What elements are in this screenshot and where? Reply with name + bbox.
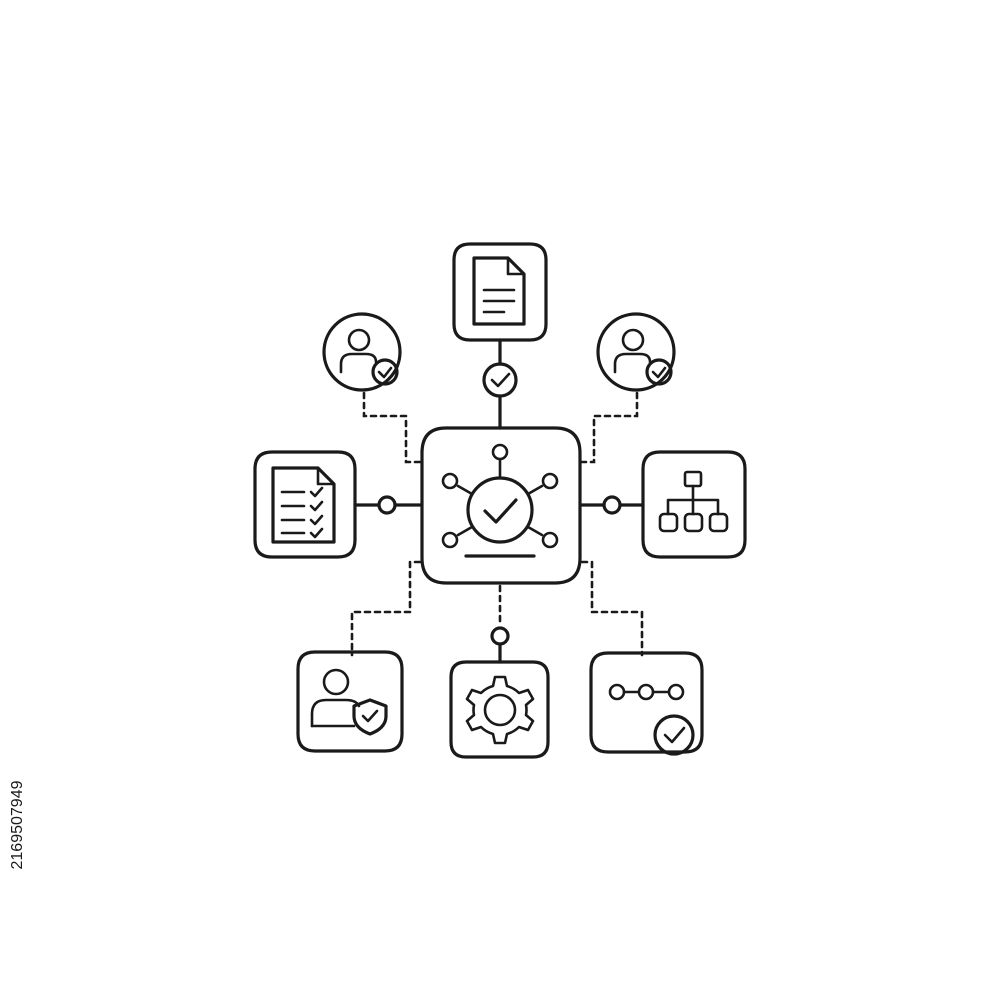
user-check-icon xyxy=(613,328,673,386)
user-shield-icon xyxy=(310,668,388,736)
process-steps-check-icon xyxy=(608,683,695,756)
user-check-circle-right xyxy=(596,312,676,392)
hub-network-check-icon xyxy=(441,443,559,558)
gear-box xyxy=(449,660,550,759)
process-steps-box xyxy=(589,651,704,756)
checklist-document-icon xyxy=(271,466,336,544)
right-node xyxy=(602,495,622,515)
bottom-node xyxy=(490,626,510,646)
org-chart-box xyxy=(641,450,747,559)
stock-id-label: 2169507949 xyxy=(0,740,36,910)
left-node xyxy=(377,495,397,515)
document-icon xyxy=(472,256,526,326)
stock-id-text: 2169507949 xyxy=(9,780,26,870)
user-check-circle-left xyxy=(322,312,402,392)
top-check-node-icon xyxy=(482,362,518,398)
gear-icon xyxy=(465,675,535,745)
document-box xyxy=(452,242,548,342)
user-shield-box xyxy=(296,650,404,753)
checklist-box xyxy=(253,450,357,559)
user-check-icon xyxy=(339,328,399,386)
org-chart-icon xyxy=(658,470,729,533)
connectors xyxy=(350,338,645,664)
center-hub xyxy=(420,426,582,585)
